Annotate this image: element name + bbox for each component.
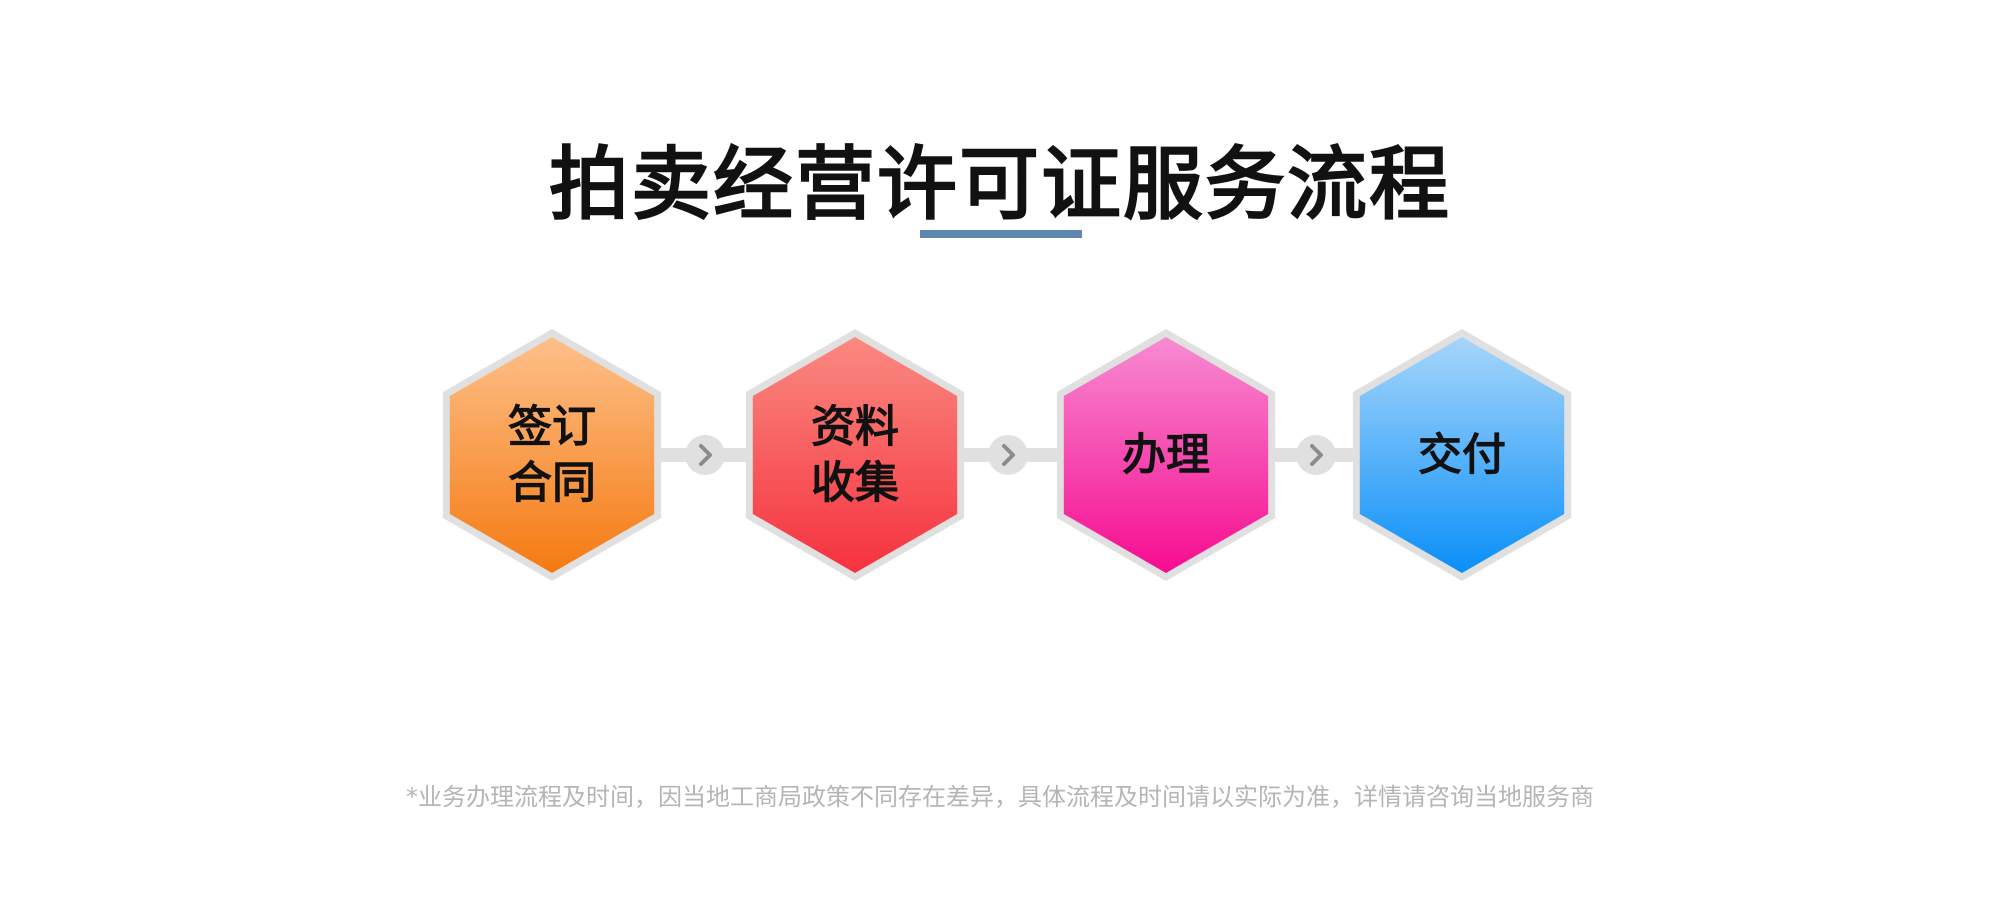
step-label: 收集 bbox=[811, 458, 899, 509]
hexagon-fill bbox=[449, 337, 655, 573]
step-label: 资料 bbox=[811, 402, 899, 453]
connector-node bbox=[988, 435, 1028, 475]
chevron-right-icon bbox=[1002, 444, 1015, 466]
step-label: 签订 bbox=[508, 402, 596, 453]
chevron-right-icon bbox=[1310, 444, 1323, 466]
step-hexagon: 交付 bbox=[1352, 329, 1572, 581]
step-label: 交付 bbox=[1418, 430, 1506, 481]
page-title: 拍卖经营许可证服务流程 bbox=[549, 138, 1451, 231]
step-hexagon: 办理 bbox=[1056, 329, 1276, 581]
connector-layer bbox=[657, 435, 1357, 475]
step-layer: 签订合同资料收集办理交付 bbox=[442, 329, 1572, 581]
title-underline bbox=[920, 230, 1082, 238]
step-label: 办理 bbox=[1122, 430, 1210, 481]
hexagon-fill bbox=[1063, 337, 1269, 573]
step-label: 合同 bbox=[508, 458, 596, 509]
chevron-right-icon bbox=[699, 444, 712, 466]
hexagon-fill bbox=[1359, 337, 1565, 573]
connector-node bbox=[685, 435, 725, 475]
hexagon-fill bbox=[752, 337, 958, 573]
connector-node bbox=[1296, 435, 1336, 475]
footnote: *业务办理流程及时间，因当地工商局政策不同存在差异，具体流程及时间请以实际为准，… bbox=[406, 783, 1594, 811]
